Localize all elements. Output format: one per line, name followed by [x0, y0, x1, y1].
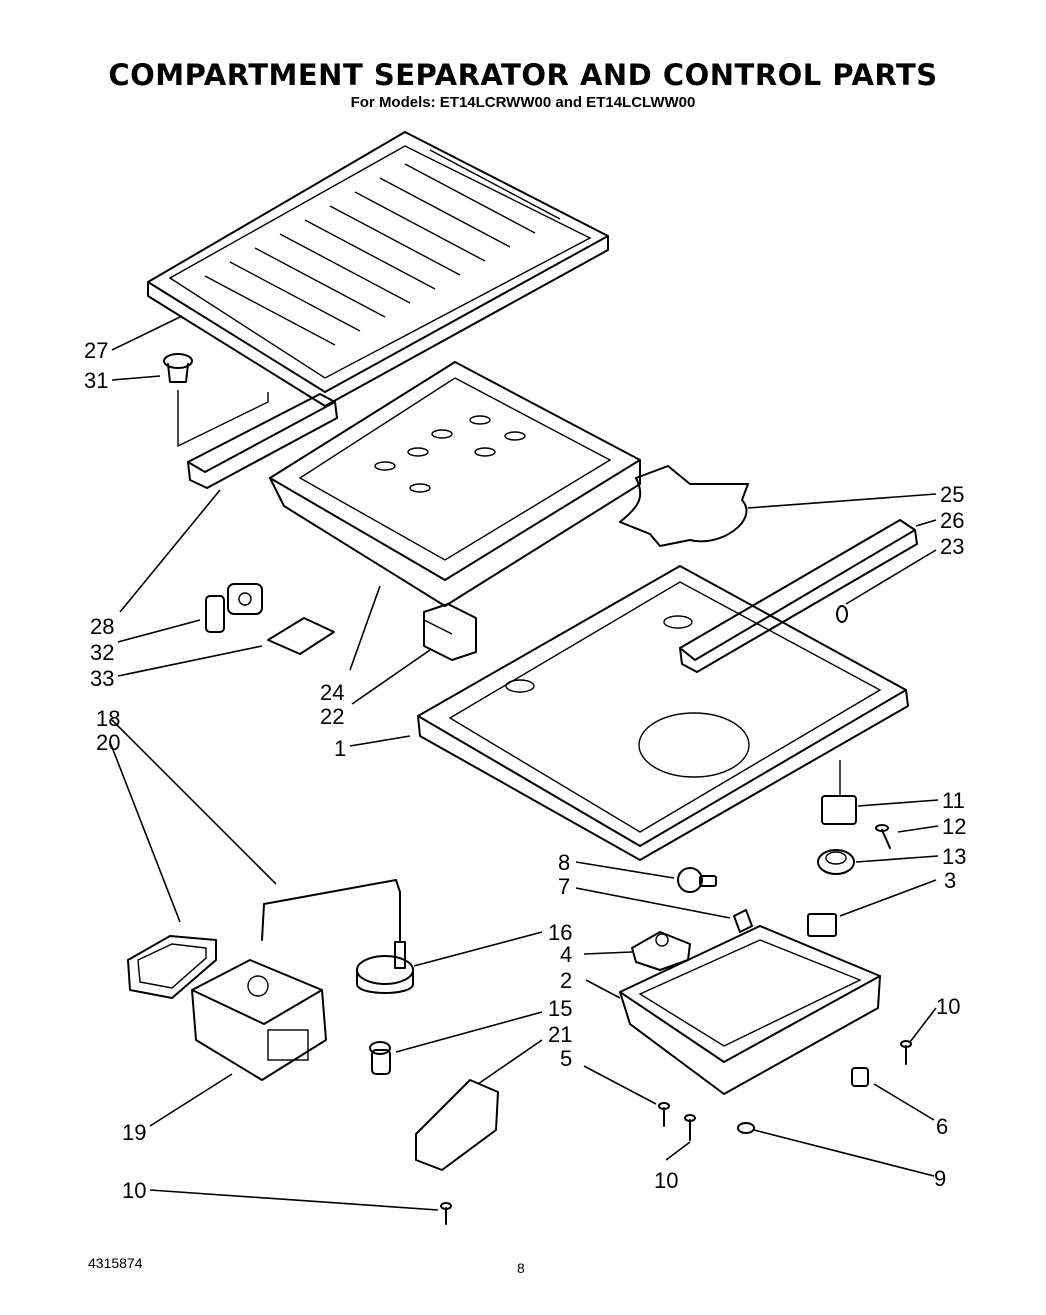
page-number: 8	[517, 1260, 525, 1276]
callout-27: 27	[84, 338, 108, 363]
part-16-knob	[356, 941, 414, 994]
callout-18: 18	[96, 706, 120, 731]
part-23-clip	[836, 605, 848, 623]
callout-10-bottom-center: 10	[654, 1168, 678, 1193]
part-25-baffle	[619, 465, 749, 547]
part-11-thermostat	[821, 760, 857, 825]
part-8-bulb	[677, 867, 717, 893]
callout-7: 7	[558, 874, 570, 899]
part-19-control-unit	[191, 959, 327, 1081]
callout-19: 19	[122, 1120, 146, 1145]
callout-32: 32	[90, 640, 114, 665]
part-22-knob	[423, 603, 477, 661]
part-3-switch	[807, 913, 837, 937]
document-number: 4315874	[88, 1255, 143, 1271]
model-subtitle: For Models: ET14LCRWW00 and ET14LCLWW00	[350, 94, 696, 111]
callout-9: 9	[934, 1166, 946, 1191]
callout-labels: 27 31 28 32 33 24 22 1 18 20 25 26 23 11…	[84, 338, 966, 1203]
callout-33: 33	[90, 666, 114, 691]
part-28-strip	[187, 393, 338, 489]
part-2-bracket	[619, 925, 881, 1095]
callout-15: 15	[548, 996, 572, 1021]
part-18-rod	[261, 879, 401, 941]
part-31-plug	[163, 353, 269, 448]
part-33-bracket	[267, 617, 335, 655]
callout-5: 5	[560, 1046, 572, 1071]
part-13-knob	[817, 849, 855, 875]
callout-10-right: 10	[936, 994, 960, 1019]
callout-23: 23	[940, 534, 964, 559]
part-32-damper	[205, 583, 263, 633]
callout-28: 28	[90, 614, 114, 639]
callout-31: 31	[84, 368, 108, 393]
callout-11: 11	[942, 788, 965, 813]
leader-lines	[109, 315, 939, 1211]
callout-12: 12	[942, 814, 966, 839]
part-26-strip	[679, 519, 918, 673]
callout-8: 8	[558, 850, 570, 875]
callout-3: 3	[944, 868, 956, 893]
part-15-stem	[369, 1041, 391, 1075]
screws	[440, 1040, 912, 1225]
callout-20: 20	[96, 730, 120, 755]
part-7-socket	[733, 909, 753, 933]
part-21-cover	[415, 1079, 499, 1171]
callout-6: 6	[936, 1114, 948, 1139]
part-12-screw	[875, 824, 891, 849]
callout-22: 22	[320, 704, 344, 729]
callout-26: 26	[940, 508, 964, 533]
page-title: COMPARTMENT SEPARATOR AND CONTROL PARTS	[108, 58, 938, 92]
part-24-separator	[269, 361, 641, 607]
callout-21: 21	[548, 1022, 572, 1047]
callout-24: 24	[320, 680, 344, 705]
part-27-shelf	[147, 131, 609, 407]
callout-2: 2	[560, 968, 572, 993]
part-20-gasket	[127, 935, 217, 999]
part-1-housing	[417, 565, 909, 861]
callout-25: 25	[940, 482, 964, 507]
part-4-socket-assembly	[631, 931, 691, 971]
callout-16: 16	[548, 920, 572, 945]
callout-4: 4	[560, 942, 572, 967]
callout-13: 13	[942, 844, 966, 869]
callout-1: 1	[334, 736, 346, 761]
callout-10-bottom-left: 10	[122, 1178, 146, 1203]
